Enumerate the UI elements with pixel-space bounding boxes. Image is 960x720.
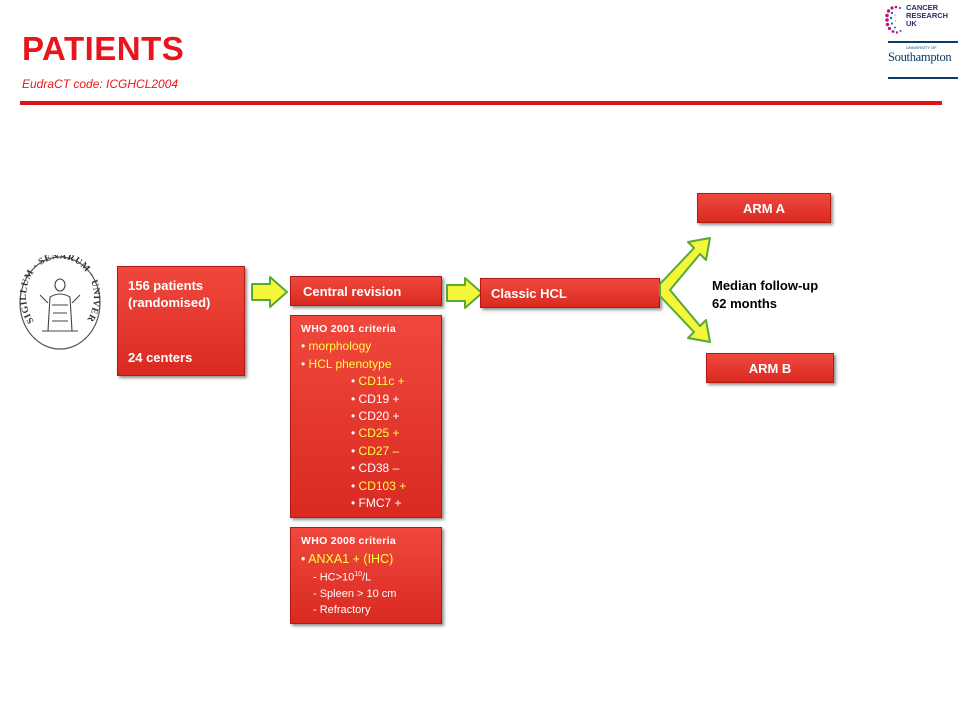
- who-2008-heading: WHO 2008 criteria: [301, 535, 396, 547]
- arm-a-box: ARM A: [697, 193, 831, 223]
- university-seal-icon: SIGILLUM · SENARUM · UNIVERSITATIS: [18, 255, 101, 350]
- patients-box: 156 patients (randomised) 24 centers: [117, 266, 245, 376]
- marker-item: • CD25 +: [351, 426, 400, 441]
- title-divider: [20, 101, 942, 105]
- who-2001-criteria-box: WHO 2001 criteria • morphology • HCL phe…: [290, 315, 442, 518]
- marker-item: • FMC7 +: [351, 496, 402, 511]
- page-title: PATIENTS: [22, 30, 185, 67]
- criteria-item: • HCL phenotype: [301, 356, 392, 371]
- marker-item: • CD19 +: [351, 391, 400, 406]
- marker-item: • CD20 +: [351, 409, 400, 424]
- page-subtitle: EudraCT code: ICGHCL2004: [22, 77, 179, 91]
- arm-b-box: ARM B: [706, 353, 834, 383]
- who-2001-heading: WHO 2001 criteria: [301, 323, 396, 335]
- criteria-item: • ANXA1 + (IHC): [301, 552, 394, 566]
- right-arrow-icon: [251, 276, 288, 308]
- university-of-southampton-logo: UNIVERSITY OF Southampton: [888, 41, 958, 79]
- central-revision-box: Central revision: [290, 276, 442, 306]
- criteria-item: • morphology: [301, 339, 372, 354]
- classic-hcl-box: Classic HCL: [480, 278, 660, 308]
- marker-item: • CD11c +: [351, 374, 405, 389]
- marker-item: • CD27 –: [351, 443, 400, 458]
- cancer-research-uk-logo: CANCER RESEARCH UK: [884, 4, 954, 38]
- who-2008-criteria-box: WHO 2008 criteria • ANXA1 + (IHC) - HC>1…: [290, 527, 442, 624]
- criteria-subitem: - Refractory: [313, 603, 371, 616]
- criteria-subitem: - Spleen > 10 cm: [313, 587, 397, 600]
- median-follow-up-label: Median follow-up 62 months: [712, 278, 819, 311]
- svg-text:SIGILLUM · SENARUM · UNIVERSIT: SIGILLUM · SENARUM · UNIVERSITATIS: [18, 255, 101, 325]
- right-arrow-icon: [446, 277, 483, 309]
- marker-item: • CD38 –: [351, 461, 400, 476]
- cancer-research-wordmark: CANCER RESEARCH UK: [906, 3, 949, 28]
- marker-item: • CD103 +: [351, 478, 407, 493]
- criteria-subitem: - HC>1010/L: [313, 571, 372, 584]
- cancer-research-logo-icon: [885, 5, 902, 34]
- branch-arrow-icon: [659, 237, 711, 343]
